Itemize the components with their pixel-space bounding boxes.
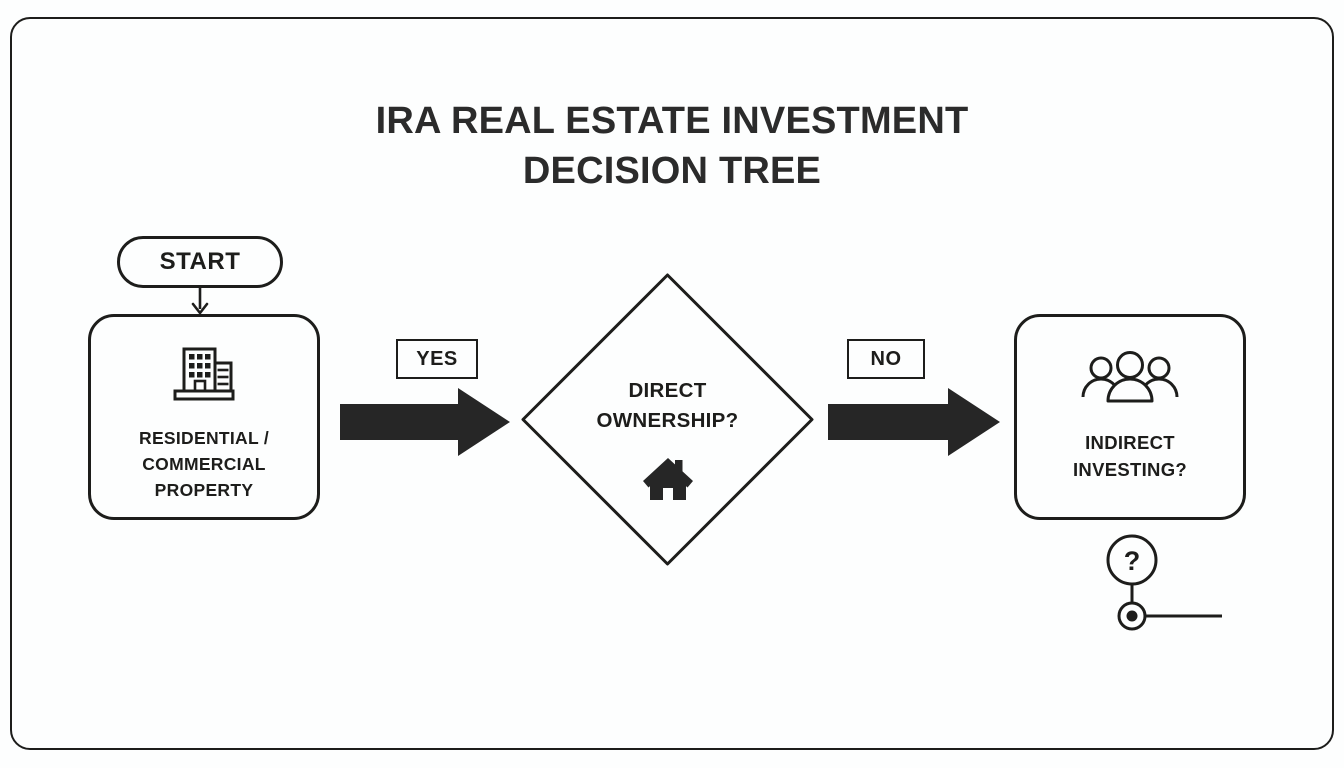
property-node-label: RESIDENTIAL / COMMERCIAL PROPERTY — [91, 425, 317, 503]
indirect-label-line-2: INVESTING? — [1072, 459, 1187, 480]
page-title: IRA REAL ESTATE INVESTMENT DECISION TREE — [0, 96, 1344, 196]
diamond-shape — [521, 273, 814, 566]
edge-label-no[interactable]: NO — [847, 339, 925, 379]
property-label-line-3: PROPERTY — [154, 480, 254, 500]
property-label-line-2: COMMERCIAL — [142, 454, 266, 474]
title-line-1: IRA REAL ESTATE INVESTMENT — [375, 100, 969, 142]
start-node-label: START — [159, 248, 241, 275]
decision-label-line-1: DIRECT — [628, 379, 707, 402]
node-residential-commercial-property[interactable]: RESIDENTIAL / COMMERCIAL PROPERTY — [88, 314, 320, 520]
no-arrow — [828, 386, 1000, 458]
node-direct-ownership-decision[interactable]: DIRECT OWNERSHIP? — [519, 271, 816, 568]
building-icon — [91, 345, 317, 403]
house-icon — [519, 456, 816, 502]
people-group-icon — [1017, 351, 1243, 403]
start-to-property-arrow — [186, 286, 214, 318]
yes-label-text: YES — [416, 347, 458, 370]
decision-node-label: DIRECT OWNERSHIP? — [519, 376, 816, 436]
question-mark-glyph: ? — [1124, 546, 1141, 576]
start-node[interactable]: START — [117, 236, 283, 288]
indirect-node-label: INDIRECT INVESTING? — [1017, 429, 1243, 483]
decision-label-line-2: OWNERSHIP? — [596, 409, 739, 432]
yes-arrow — [340, 386, 510, 458]
property-label-line-1: RESIDENTIAL / — [139, 428, 269, 448]
edge-label-yes[interactable]: YES — [396, 339, 478, 379]
no-label-text: NO — [870, 347, 902, 370]
node-indirect-investing[interactable]: INDIRECT INVESTING? — [1014, 314, 1246, 520]
question-marker-cluster[interactable]: ? — [1100, 532, 1240, 632]
title-line-2: DECISION TREE — [522, 150, 822, 192]
indirect-label-line-1: INDIRECT — [1085, 432, 1175, 453]
